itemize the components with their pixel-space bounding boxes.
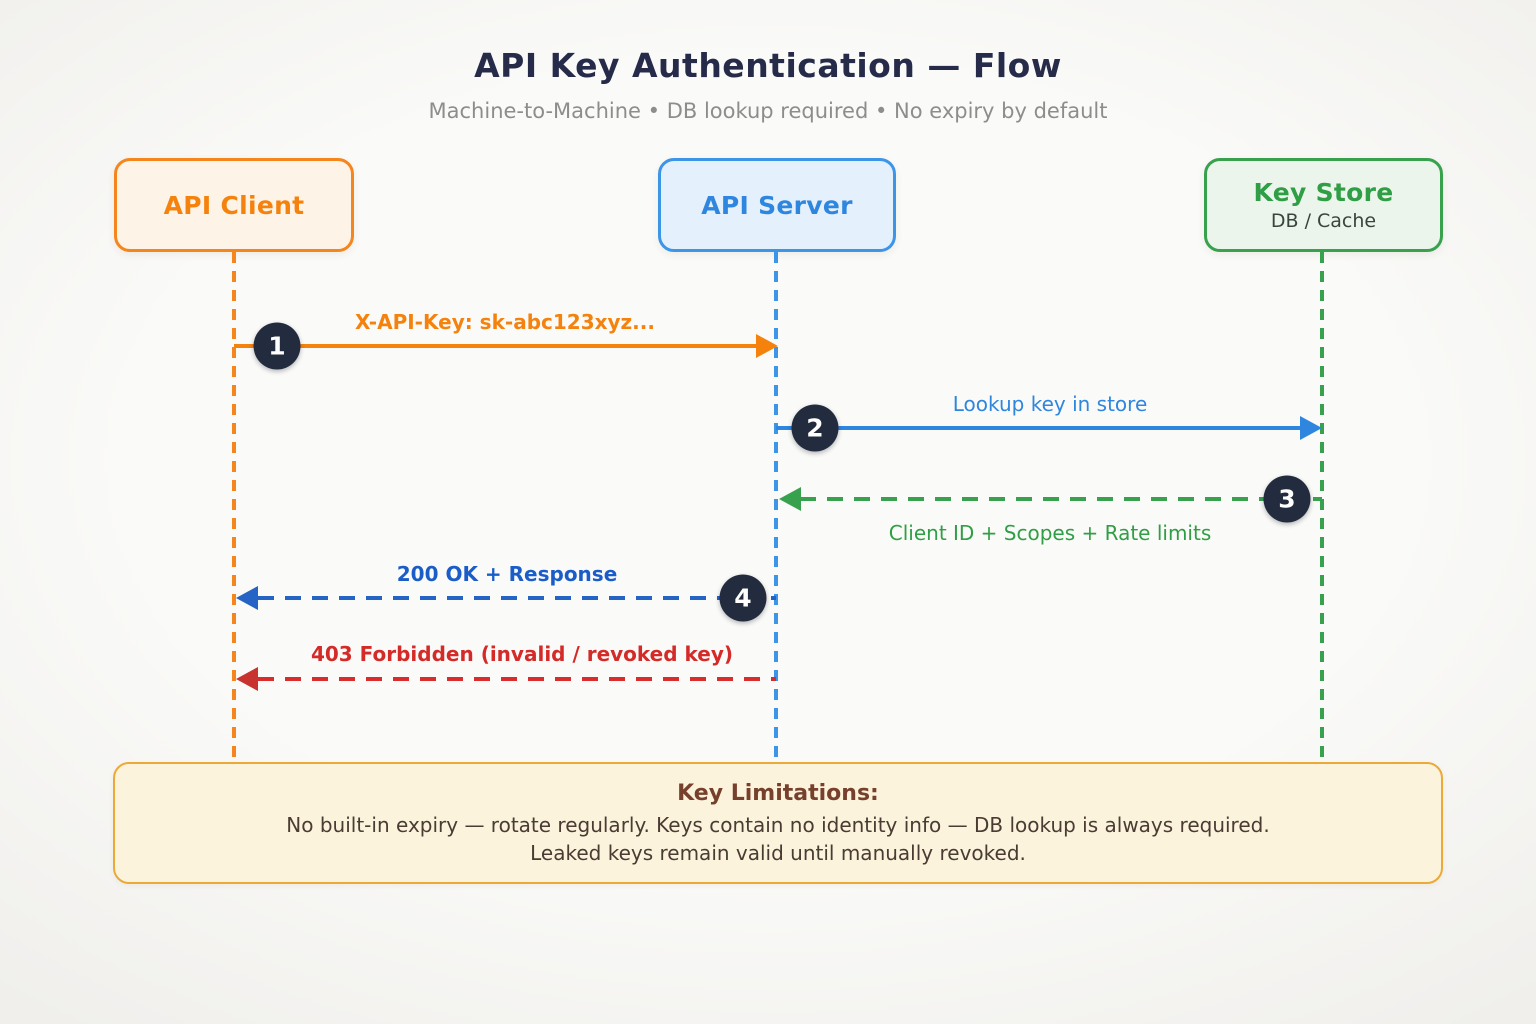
message-line-lookup-key [776, 426, 1302, 430]
note-title: Key Limitations: [677, 781, 879, 806]
actor-label-key-store: Key Store [1253, 178, 1394, 207]
actor-label-api-client: API Client [163, 190, 305, 220]
step-badge-2: 2 [791, 404, 839, 452]
arrowhead-left-icon [779, 487, 801, 511]
arrowhead-right-icon [756, 334, 778, 358]
message-label-403-forbidden: 403 Forbidden (invalid / revoked key) [310, 642, 734, 666]
step-badge-1: 1 [253, 322, 301, 370]
note-line-2: Leaked keys remain valid until manually … [530, 841, 1026, 865]
arrowhead-left-icon [236, 586, 258, 610]
key-limitations-note: Key Limitations: No built-in expiry — ro… [113, 762, 1443, 884]
message-label-200-ok: 200 OK + Response [396, 562, 618, 586]
message-line-client-id [800, 497, 1322, 501]
arrowhead-left-icon [236, 667, 258, 691]
message-label-lookup-key: Lookup key in store [952, 392, 1148, 416]
page-subtitle: Machine-to-Machine • DB lookup required … [428, 99, 1108, 123]
actor-sublabel-key-store: DB / Cache [1270, 210, 1377, 232]
message-label-api-key: X-API-Key: sk-abc123xyz... [355, 310, 655, 334]
actor-box-api-client: API Client [114, 158, 354, 252]
actor-box-api-server: API Server [658, 158, 896, 252]
note-line-1: No built-in expiry — rotate regularly. K… [286, 813, 1270, 837]
arrowhead-right-icon [1300, 416, 1322, 440]
step-badge-3: 3 [1263, 475, 1311, 523]
message-line-200-ok [258, 596, 776, 600]
message-line-403-forbidden [258, 677, 776, 681]
step-badge-4: 4 [719, 574, 767, 622]
lifeline-key-store [1320, 252, 1324, 762]
page-title: API Key Authentication — Flow [474, 46, 1062, 85]
lifeline-api-client [232, 252, 236, 762]
message-label-client-id: Client ID + Scopes + Rate limits [888, 521, 1212, 545]
actor-label-api-server: API Server [701, 190, 853, 220]
lifeline-api-server [774, 252, 778, 762]
actor-box-key-store: Key Store DB / Cache [1204, 158, 1443, 252]
message-line-api-key [234, 344, 758, 348]
